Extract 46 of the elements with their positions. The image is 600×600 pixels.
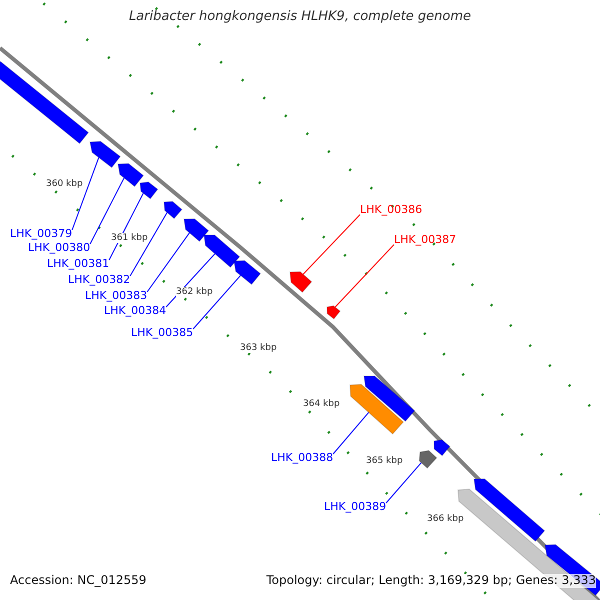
gene-feature xyxy=(117,163,144,188)
gene-label: LHK_00379 xyxy=(10,228,72,241)
gene-label: LHK_00387 xyxy=(394,234,456,247)
leader-line xyxy=(72,157,100,230)
gene-feature xyxy=(326,305,341,320)
gene-label: LHK_00386 xyxy=(360,204,422,217)
gene-label: LHK_00382 xyxy=(68,274,130,287)
gene-label: LHK_00388 xyxy=(271,452,334,465)
gene-feature xyxy=(473,478,546,542)
leader-line xyxy=(332,412,370,454)
gene-label: LHK_00381 xyxy=(47,258,110,271)
gene-label: LHK_00380 xyxy=(28,242,90,255)
gene-feature xyxy=(0,61,90,144)
gene-feature xyxy=(89,140,121,168)
scale-tick-label: 364 kbp xyxy=(303,399,340,410)
scale-tick-label: 362 kbp xyxy=(176,287,213,298)
leader-line xyxy=(386,462,422,504)
gene-feature xyxy=(139,181,158,200)
gene-feature xyxy=(289,271,312,293)
leader-line xyxy=(302,214,360,275)
gene-label: LHK_00384 xyxy=(104,305,166,318)
gene-feature xyxy=(163,200,183,220)
leader-line xyxy=(334,244,394,308)
leader-line xyxy=(130,212,168,276)
gene-feature xyxy=(183,218,210,242)
title: Laribacter hongkongensis HLHK9, complete genome xyxy=(128,10,472,25)
gene-label: LHK_00389 xyxy=(324,501,386,514)
gene-feature xyxy=(349,384,404,435)
scale-tick-label: 366 kbp xyxy=(427,514,464,524)
gene-feature xyxy=(418,450,438,469)
scale-tick-label: 365 kbp xyxy=(366,456,403,466)
leader-line xyxy=(146,232,190,292)
gene-feature xyxy=(233,260,262,286)
gene-label: LHK_00385 xyxy=(131,327,194,340)
footer-text: Accession: NC_012559 xyxy=(10,574,146,588)
scale-tick-label: 360 kbp xyxy=(46,179,83,190)
leader-line xyxy=(192,274,242,330)
footer-text: Topology: circular; Length: 3,169,329 bp; Genes: 3,333 xyxy=(266,574,596,588)
gene-label: LHK_00383 xyxy=(85,290,148,303)
scale-tick-label: 363 kbp xyxy=(240,343,277,354)
gene-feature xyxy=(363,375,416,422)
gene-feature xyxy=(434,439,451,456)
gene-feature xyxy=(203,234,240,268)
leader-line xyxy=(108,192,144,260)
scale-tick-label: 361 kbp xyxy=(111,233,148,244)
leader-line xyxy=(90,177,125,244)
